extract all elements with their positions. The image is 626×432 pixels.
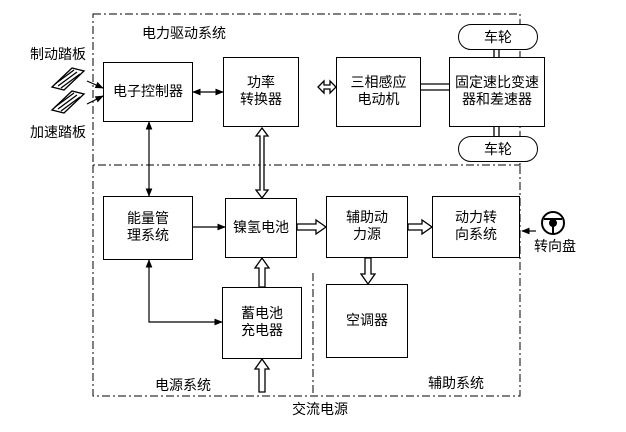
energy-label-line1: 能量管 — [127, 211, 169, 227]
motor-label-line2: 电动机 — [357, 92, 400, 108]
ac-charger-link — [253, 357, 271, 393]
converter-battery-link — [254, 126, 270, 200]
air-conditioner-block: 空调器 — [326, 284, 408, 358]
power-steering-block: 动力转 向系统 — [432, 196, 520, 258]
drive-system-label: 电力驱动系统 — [142, 26, 226, 42]
converter-label-line1: 功率 — [247, 75, 275, 91]
pedal-icon — [50, 67, 86, 91]
aux-steering-link — [407, 218, 434, 236]
energy-label-line2: 理系统 — [127, 228, 169, 244]
accel-pedal-label: 加速踏板 — [30, 125, 86, 141]
converter-motor-link — [317, 79, 337, 95]
gearbox-differential-block: 固定速比变速 器和差速器 — [449, 57, 545, 127]
gearbox-label-line1: 固定速比变速 — [455, 75, 539, 91]
electronic-controller-block: 电子控制器 — [103, 62, 193, 122]
aux-power-label-line1: 辅助动 — [346, 210, 388, 226]
gearbox-label-line2: 器和差速器 — [462, 92, 532, 108]
battery-aux-link — [296, 218, 328, 236]
ac-power-label: 交流电源 — [292, 402, 348, 418]
brake-controller-link — [86, 80, 104, 89]
converter-label-line2: 转换器 — [240, 92, 282, 108]
nimh-battery-block: 镍氢电池 — [225, 198, 297, 258]
controller-label: 电子控制器 — [113, 83, 183, 100]
double-links — [253, 49, 500, 393]
lower-systems-border — [92, 165, 521, 397]
wheel-bottom-block: 车轮 — [458, 136, 538, 162]
steering-label-line2: 向系统 — [455, 227, 497, 243]
wheel-top-label: 车轮 — [484, 30, 512, 46]
aircon-label: 空调器 — [346, 312, 388, 329]
wheel-bottom-label: 车轮 — [484, 142, 512, 158]
charger-label-line2: 充电器 — [241, 323, 283, 339]
steering-wheel-icon — [541, 211, 565, 235]
battery-charger-block: 蓄电池 充电器 — [222, 287, 302, 359]
power-converter-block: 功率 转换器 — [223, 57, 299, 127]
motor-label-line1: 三相感应 — [350, 75, 407, 91]
accel-controller-link — [86, 95, 104, 105]
aux-power-label-line2: 力源 — [353, 227, 381, 243]
energy-management-block: 能量管 理系统 — [103, 196, 193, 260]
power-system-label: 电源系统 — [155, 378, 211, 394]
signal-links — [86, 80, 536, 326]
battery-label: 镍氢电池 — [233, 219, 289, 236]
charger-label-line1: 蓄电池 — [241, 306, 283, 322]
brake-pedal-label: 制动踏板 — [30, 47, 86, 63]
aux-aircon-link — [359, 257, 377, 286]
steering-label-line1: 动力转 — [455, 210, 497, 226]
charger-battery-link — [253, 256, 271, 288]
energy-charger-link — [145, 259, 223, 326]
aux-power-block: 辅助动 力源 — [326, 196, 408, 258]
steering-wheel-label: 转向盘 — [534, 239, 576, 255]
induction-motor-block: 三相感应 电动机 — [336, 57, 421, 127]
wheel-top-block: 车轮 — [458, 24, 538, 50]
aux-system-label: 辅助系统 — [428, 376, 484, 392]
pedal-icon — [50, 90, 86, 114]
